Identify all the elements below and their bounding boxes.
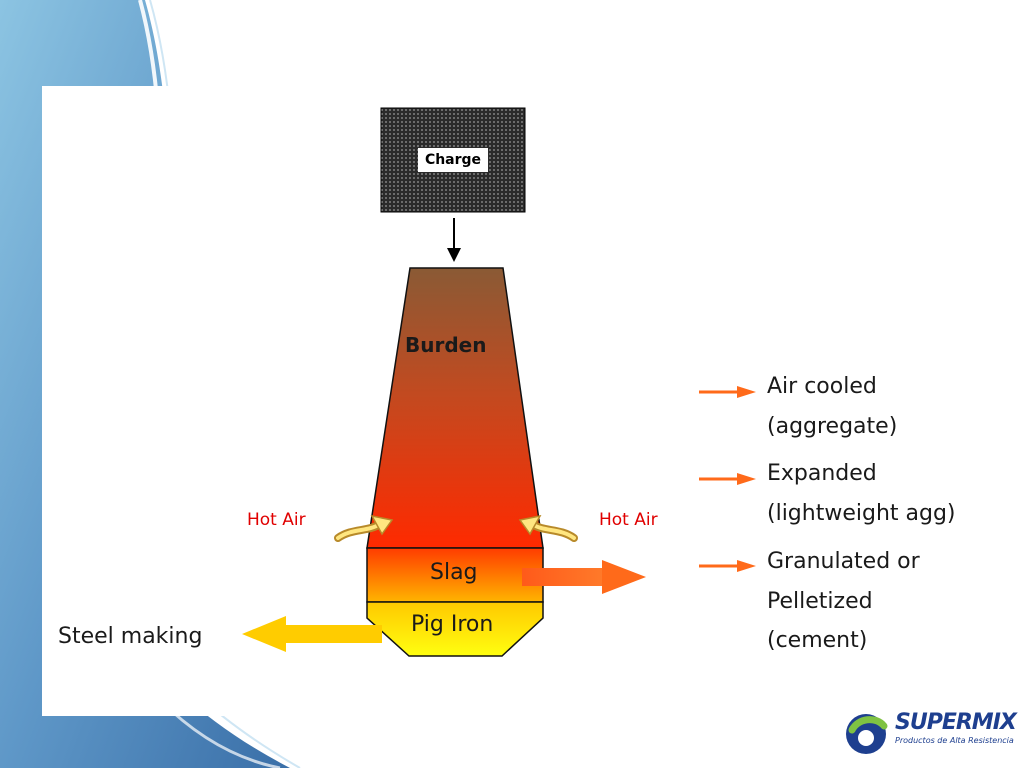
output-arrow-expanded	[699, 473, 756, 485]
slag-output-arrow	[522, 560, 646, 594]
hot-air-left-label: Hot Air	[247, 510, 306, 530]
burden-section	[366, 267, 544, 549]
pig-iron-section	[366, 601, 544, 657]
burden-label: Burden	[405, 333, 487, 357]
output-granulated-line2: Pelletized	[767, 589, 873, 614]
supermix-logo-tagline: Productos de Alta Resistencia	[895, 736, 1014, 745]
output-arrow-granulated	[699, 560, 756, 572]
output-granulated-line3: (cement)	[767, 628, 868, 653]
charge-label: Charge	[418, 148, 488, 172]
output-expanded-line2: (lightweight agg)	[767, 501, 956, 526]
supermix-logo-text: SUPERMIX	[895, 710, 1017, 735]
pig-iron-label: Pig Iron	[411, 612, 494, 637]
hot-air-left-arrow	[334, 514, 394, 542]
slag-section	[366, 547, 544, 603]
supermix-logo	[846, 714, 888, 754]
steel-making-arrow	[242, 616, 382, 652]
steel-making-label: Steel making	[58, 624, 203, 649]
output-expanded-line1: Expanded	[767, 461, 877, 486]
output-air-cooled-line2: (aggregate)	[767, 414, 898, 439]
hot-air-right-arrow	[518, 514, 578, 542]
slag-label: Slag	[430, 560, 478, 585]
output-air-cooled-line1: Air cooled	[767, 374, 877, 399]
hot-air-right-label: Hot Air	[599, 510, 658, 530]
output-granulated-line1: Granulated or	[767, 549, 920, 574]
output-arrow-air-cooled	[699, 386, 756, 398]
